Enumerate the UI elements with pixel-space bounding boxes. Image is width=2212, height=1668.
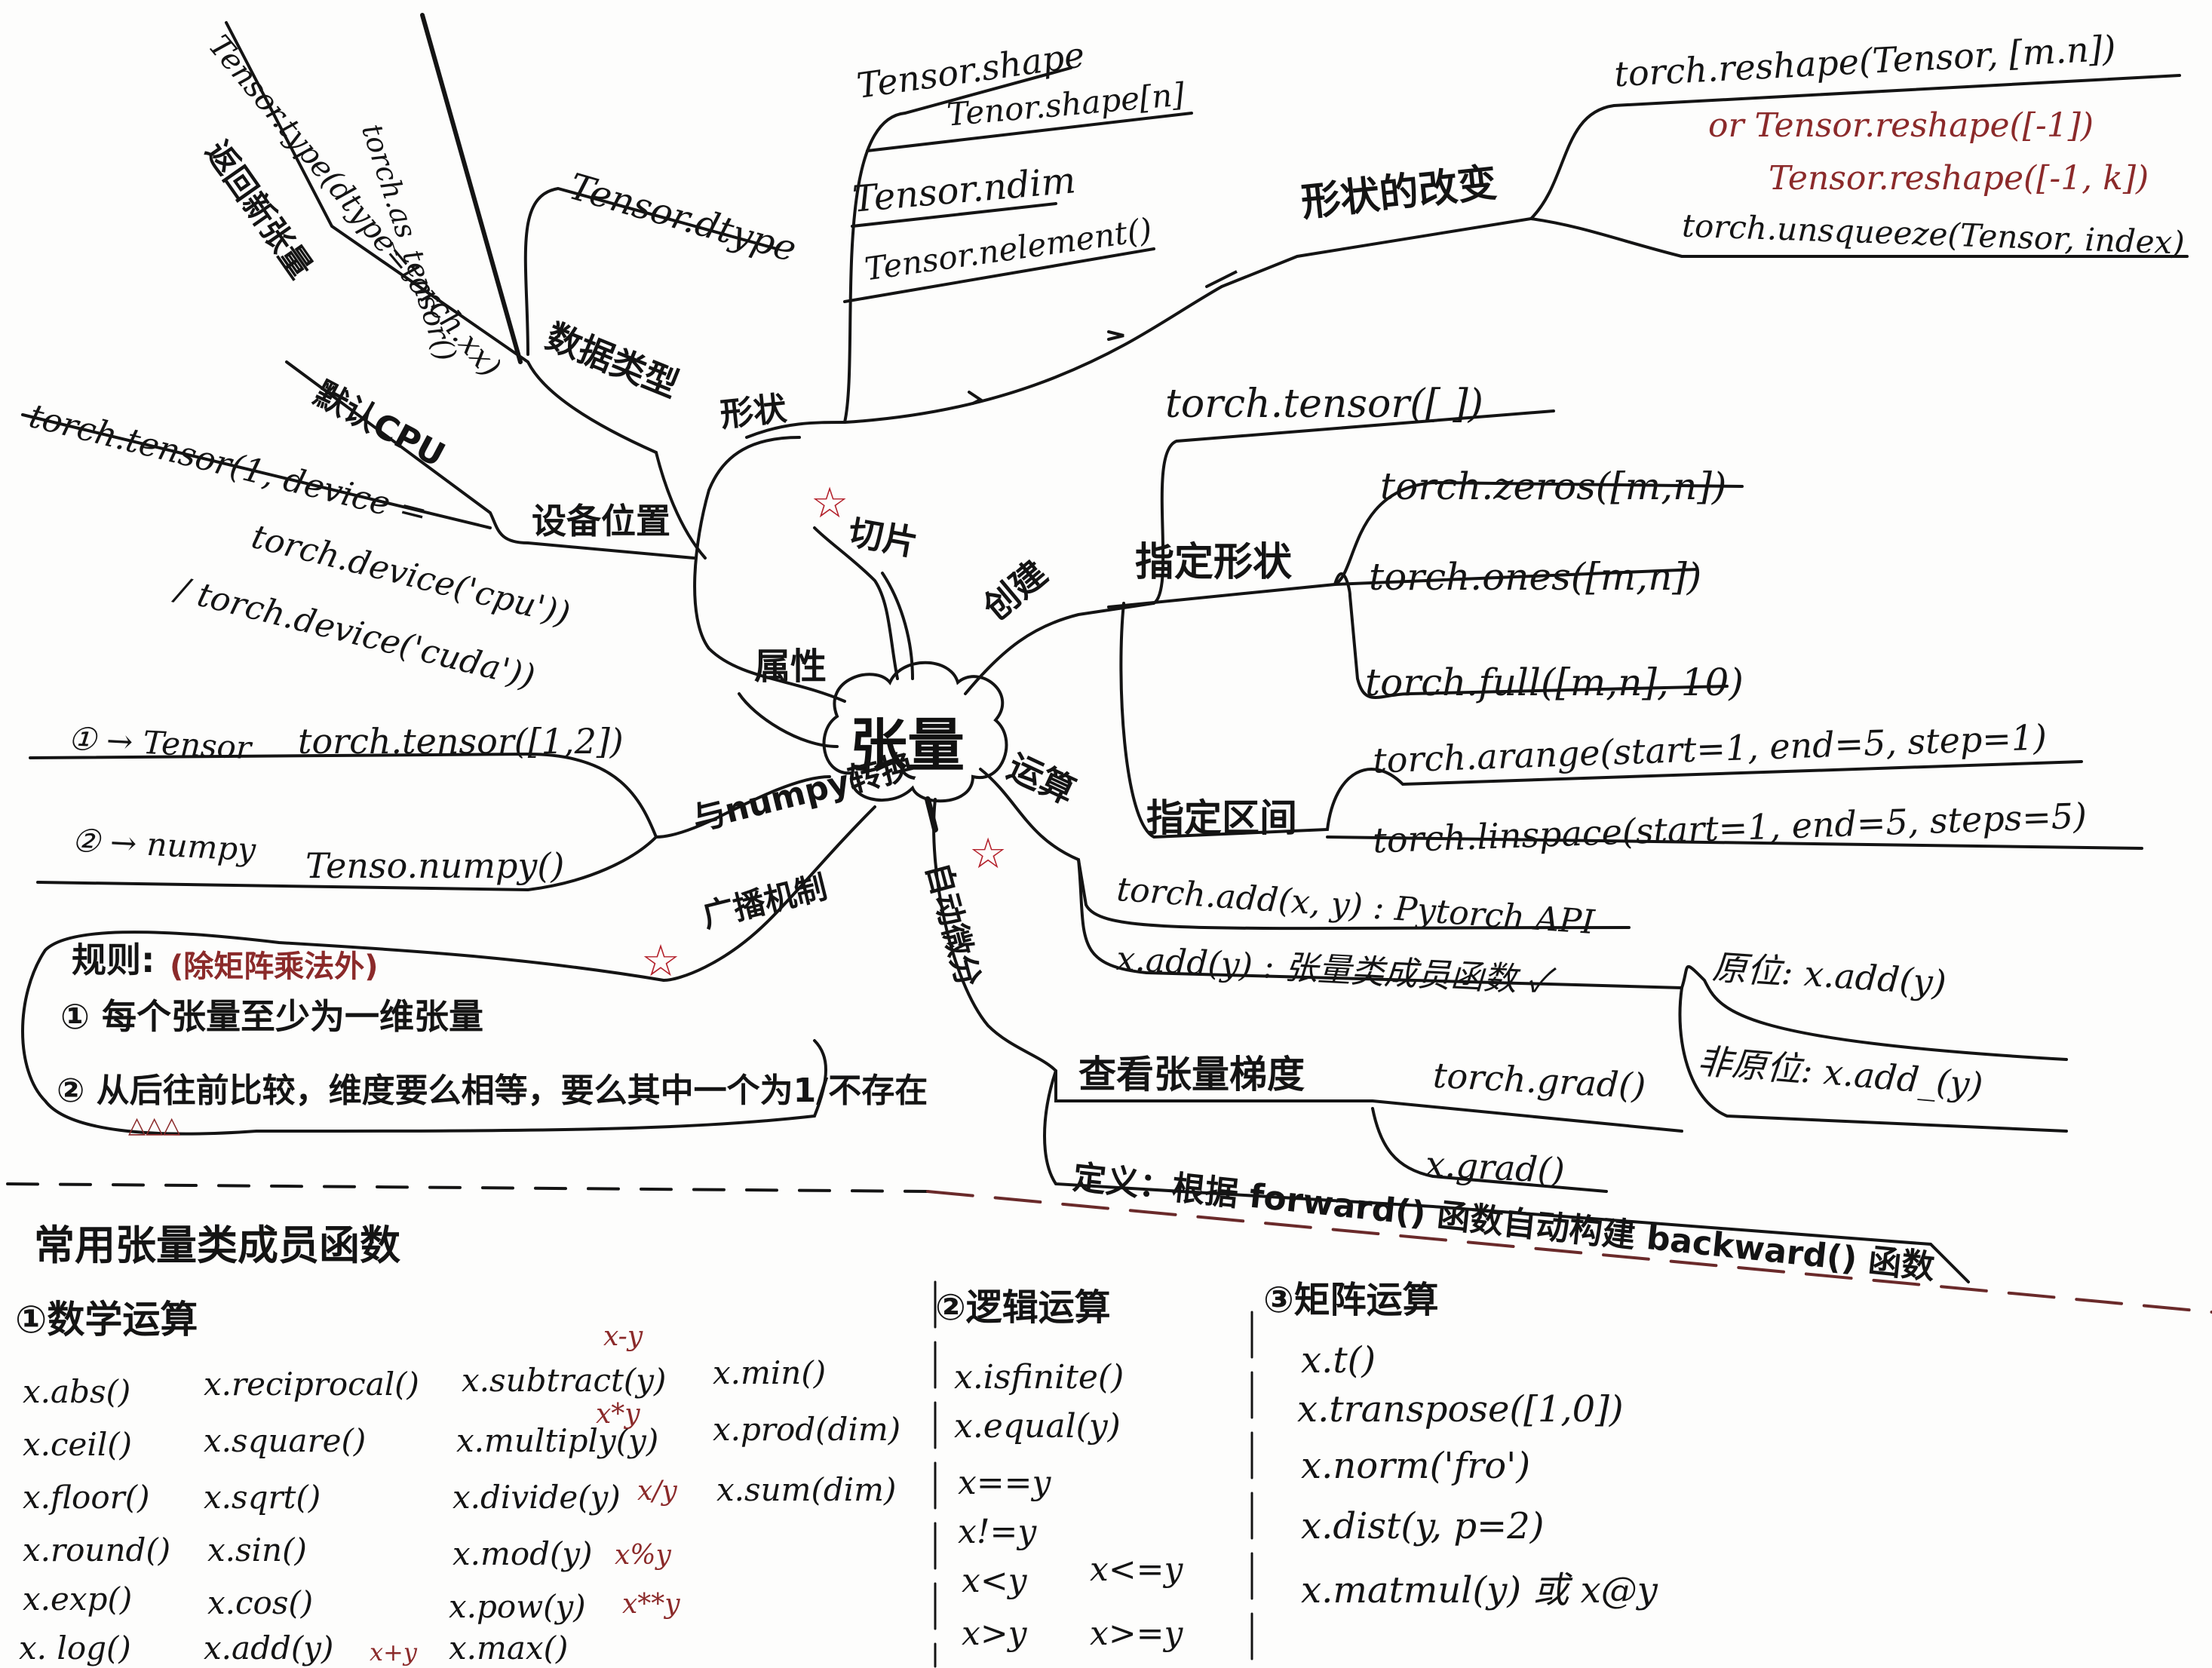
logic-item: x<=y <box>1090 1550 1183 1589</box>
create-shape-label: 指定形状 <box>1135 540 1293 585</box>
math-col1-item: x.round() <box>23 1532 171 1568</box>
functions-title: 常用张量类成员函数 <box>34 1222 400 1269</box>
logic-item: x==y <box>958 1464 1051 1502</box>
numpy-item-3: ② → numpy <box>70 821 257 869</box>
matrix-item: x.norm('fro') <box>1301 1445 1531 1487</box>
matrix-item: x.matmul(y) 或 x@y <box>1301 1569 1658 1611</box>
math-col1-item: x.ceil() <box>23 1426 133 1463</box>
math-col2-item: x.sin() <box>207 1532 307 1568</box>
autograd-star-icon: ☆ <box>969 829 1008 878</box>
logic-item: x>=y <box>1090 1614 1183 1653</box>
autograd-view-item-2: x.grad() <box>1424 1143 1566 1191</box>
math-col3-item: x.pow(y) <box>449 1588 586 1625</box>
math-label: ①数学运算 <box>15 1298 198 1341</box>
matrix-label: ③矩阵运算 <box>1263 1279 1439 1321</box>
math-col4-item: x.min() <box>713 1354 827 1391</box>
logic-label: ②逻辑运算 <box>935 1286 1111 1329</box>
math-col4-item: x.prod(dim) <box>713 1411 901 1448</box>
create-shape-item-3: torch.full([m,n], 10) <box>1365 661 1744 704</box>
reshape-item-2: or Tensor.reshape([-1]) <box>1708 106 2094 145</box>
logic-item: x<y <box>962 1562 1027 1600</box>
create-range-label: 指定区间 <box>1146 796 1297 840</box>
logic-item: x.isfinite() <box>954 1358 1124 1397</box>
math-col1-item: x.abs() <box>23 1373 131 1410</box>
math-note: x%y <box>615 1540 671 1571</box>
math-col1-item: x.exp() <box>23 1581 133 1617</box>
autograd-view-item-1: torch.grad() <box>1431 1054 1647 1107</box>
math-col2-item: x.reciprocal() <box>204 1366 419 1403</box>
math-col3-item: x.multiply(y) <box>456 1422 659 1459</box>
broadcast-rule-1: ① 每个张量至少为一维张量 <box>60 996 483 1037</box>
center-cloud <box>822 661 1008 803</box>
numpy-item-1: ① → Tensor <box>66 719 253 767</box>
device-label: 设备位置 <box>532 501 670 541</box>
broadcast-rule-note: (除矩阵乘法外) <box>170 949 379 984</box>
math-note: x*y <box>596 1399 640 1430</box>
matrix-item: x.dist(y, p=2) <box>1301 1505 1545 1547</box>
math-note: x-y <box>603 1321 643 1352</box>
math-col2-item: x.cos() <box>207 1584 314 1621</box>
create-shape-item-1: torch.zeros([m,n]) <box>1380 465 1727 508</box>
create-shape-item-2: torch.ones([m,n]) <box>1369 555 1702 599</box>
math-col4-item: x.sum(dim) <box>716 1471 897 1508</box>
math-note: x+y <box>370 1638 417 1666</box>
broadcast-star-icon: ☆ <box>641 935 680 986</box>
slice-label: 切片 <box>845 511 921 564</box>
math-col2-item: x.sqrt() <box>204 1479 321 1516</box>
autograd-view-label: 查看张量梯度 <box>1078 1053 1305 1096</box>
numpy-item-4: Tenso.numpy() <box>305 845 565 886</box>
math-col3-item: x.max() <box>449 1630 569 1666</box>
math-col1-item: x. log() <box>19 1630 131 1666</box>
logic-item: x>y <box>962 1614 1027 1653</box>
matrix-item: x.t() <box>1301 1339 1376 1381</box>
attributes-label: 属性 <box>754 645 827 688</box>
logic-item: x!=y <box>958 1513 1037 1551</box>
math-col3-item: x.divide(y) <box>453 1479 621 1516</box>
broadcast-rule-label: 规则: <box>72 940 155 980</box>
reshape-item-3: Tensor.reshape([-1, k]) <box>1769 159 2149 198</box>
broadcast-marks: △△△ <box>128 1112 181 1139</box>
numpy-item-2: torch.tensor([1,2]) <box>298 721 624 762</box>
math-note: x**y <box>622 1589 680 1620</box>
center-node-label: 张量 <box>850 712 965 779</box>
math-col3-item: x.mod(y) <box>453 1535 593 1572</box>
slice-star-icon: ☆ <box>811 479 849 528</box>
matrix-item: x.transpose([1,0]) <box>1297 1388 1624 1430</box>
broadcast-rule-2: ② 从后往前比较，维度要么相等，要么其中一个为1/不存在 <box>57 1072 928 1110</box>
math-note: x/y <box>637 1476 677 1507</box>
math-col1-item: x.floor() <box>23 1479 150 1516</box>
shape-label: 形状 <box>718 389 789 435</box>
logic-item: x.equal(y) <box>954 1407 1121 1446</box>
create-top-item: torch.tensor([ ]) <box>1165 382 1483 427</box>
math-col3-item: x.subtract(y) <box>462 1362 667 1399</box>
math-col2-item: x.square() <box>204 1422 367 1459</box>
math-col2-item: x.add(y) <box>204 1630 334 1666</box>
